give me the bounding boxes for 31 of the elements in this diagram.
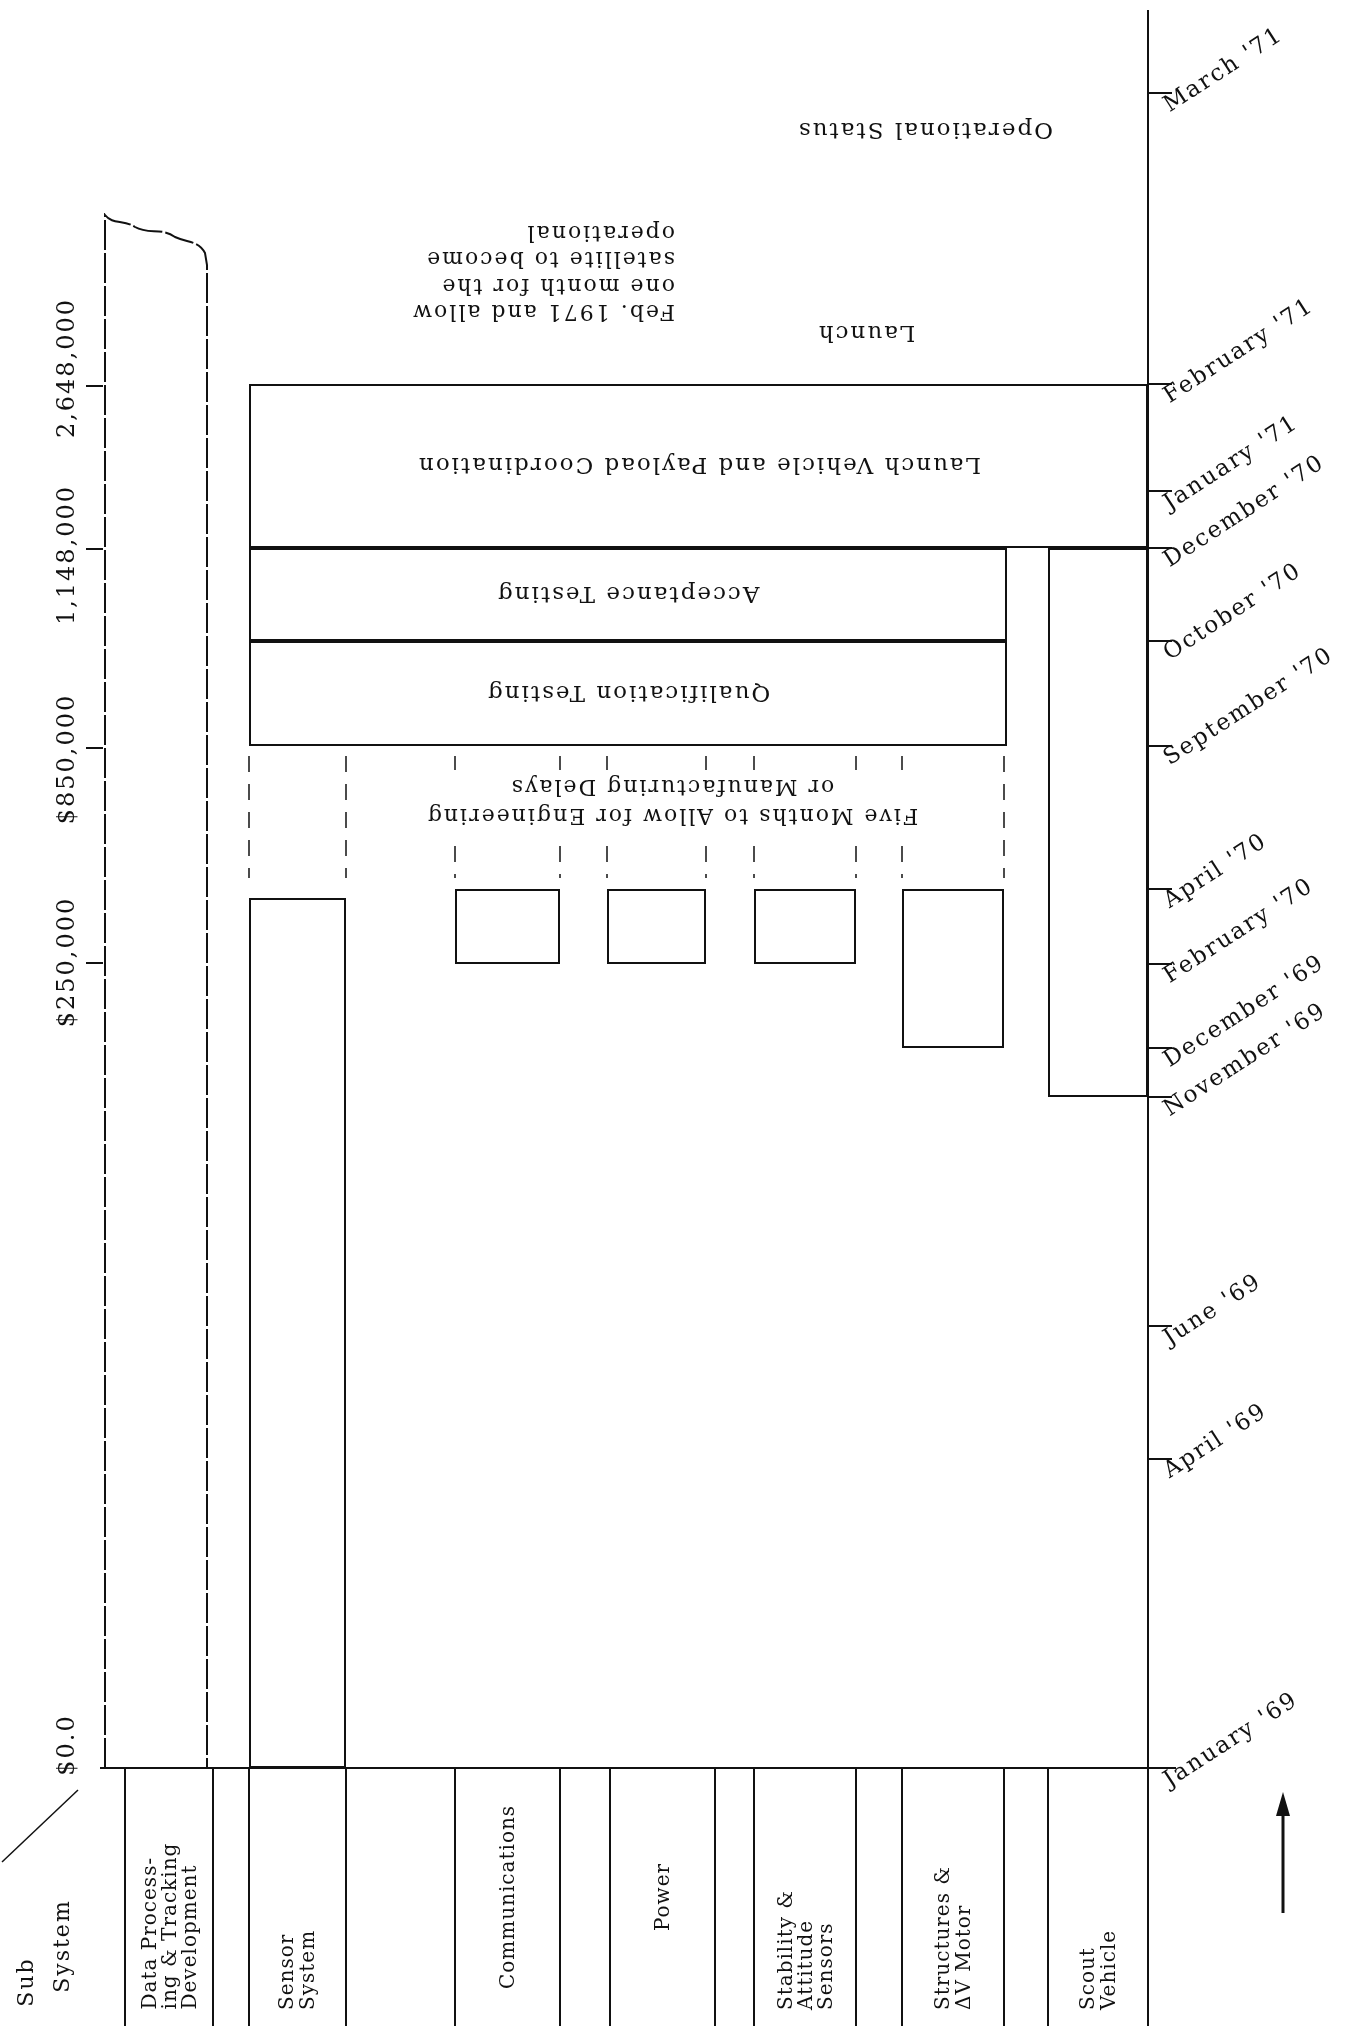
axis-title: System bbox=[48, 1899, 75, 1993]
gantt-bar bbox=[1048, 548, 1148, 1097]
gantt-bar bbox=[249, 548, 1007, 641]
note: Five Months to Allow for Engineering or Manufacturing Delays bbox=[424, 774, 920, 830]
gantt-bar bbox=[754, 889, 856, 964]
column-header: Power bbox=[651, 1861, 673, 1934]
gantt-bar bbox=[103, 213, 209, 1768]
gantt-bar bbox=[249, 641, 1007, 746]
cost-label: 2,648,000 bbox=[51, 297, 81, 439]
cost-label: $850,000 bbox=[51, 693, 81, 825]
gantt-bar bbox=[902, 889, 1004, 1048]
cost-label: $0.0 bbox=[51, 1714, 81, 1776]
gantt-bar bbox=[607, 889, 706, 964]
bar-label: Qualification Testing bbox=[485, 680, 771, 707]
column-header: Structures & ΔV Motor bbox=[932, 1864, 974, 2010]
gantt-bar bbox=[249, 898, 346, 1768]
column-header: Stability & Attitude Sensors bbox=[775, 1888, 835, 2010]
axis-title: Sub bbox=[12, 1957, 39, 2007]
cost-label: $250,000 bbox=[51, 896, 81, 1028]
gantt-bar bbox=[249, 384, 1148, 548]
column-header: Data Process- ing & Tracking Development bbox=[139, 1841, 199, 2010]
bar-label: Acceptance Testing bbox=[496, 581, 760, 608]
column-header: Scout Vehicle bbox=[1077, 1928, 1119, 2010]
note: Feb. 1971 and allow one month for the satellite to become operational bbox=[410, 219, 675, 325]
gantt-bar bbox=[455, 889, 560, 964]
column-header: Sensor System bbox=[276, 1928, 318, 2010]
cost-label: 1,148,000 bbox=[51, 484, 81, 626]
column-header: Communications bbox=[496, 1803, 518, 1992]
note: Operational Status bbox=[796, 116, 1054, 144]
bar-label: Launch Vehicle and Payload Coordination bbox=[416, 453, 981, 479]
note: Launch bbox=[816, 319, 916, 347]
